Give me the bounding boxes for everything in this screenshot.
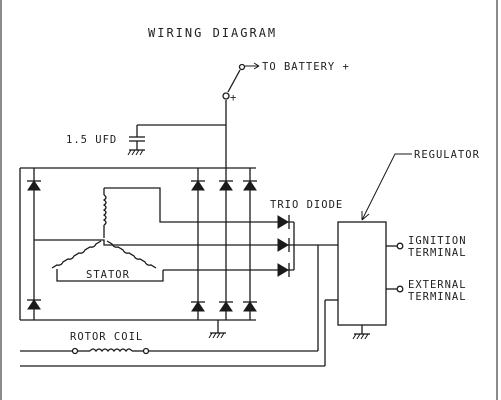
battery-label: TO BATTERY + <box>262 61 350 73</box>
rotor-coil-label: ROTOR COIL <box>70 331 143 343</box>
bridge-lower-diodes-icon <box>191 301 257 312</box>
battery-lead <box>222 62 260 168</box>
external-terminal <box>386 285 404 293</box>
bridge-upper-diodes-icon <box>191 180 257 191</box>
regulator-label: REGULATOR <box>414 149 480 161</box>
left-lower-diode-icon <box>27 299 41 310</box>
trio-diode-icon <box>277 215 338 277</box>
positive-rail <box>19 167 256 320</box>
stator-winding-icon <box>51 188 164 282</box>
diagram-title: WIRING DIAGRAM <box>148 26 277 40</box>
ignition-label-line1: IGNITION <box>408 235 467 247</box>
ignition-label-line2: TERMINAL <box>408 247 467 259</box>
external-label-line1: EXTERNAL <box>408 279 467 291</box>
capacitor <box>129 124 226 150</box>
bridge-ground-icon <box>208 320 226 339</box>
stator-label: STATOR <box>86 269 130 281</box>
trio-diode-label: TRIO DIODE <box>270 199 343 211</box>
regulator-leader <box>361 153 412 221</box>
ignition-terminal <box>386 242 404 250</box>
bridge-columns <box>197 168 251 320</box>
stator-phase-wires <box>34 187 294 271</box>
left-upper-diode-icon <box>27 180 41 191</box>
capacitor-label: 1.5 UFD <box>66 134 117 146</box>
rotor-coil-icon <box>20 245 338 367</box>
external-label-line2: TERMINAL <box>408 291 467 303</box>
regulator-box <box>337 221 387 326</box>
battery-plus-label: + <box>230 92 237 104</box>
capacitor-ground-icon <box>127 149 145 156</box>
regulator-ground-icon <box>352 325 370 340</box>
